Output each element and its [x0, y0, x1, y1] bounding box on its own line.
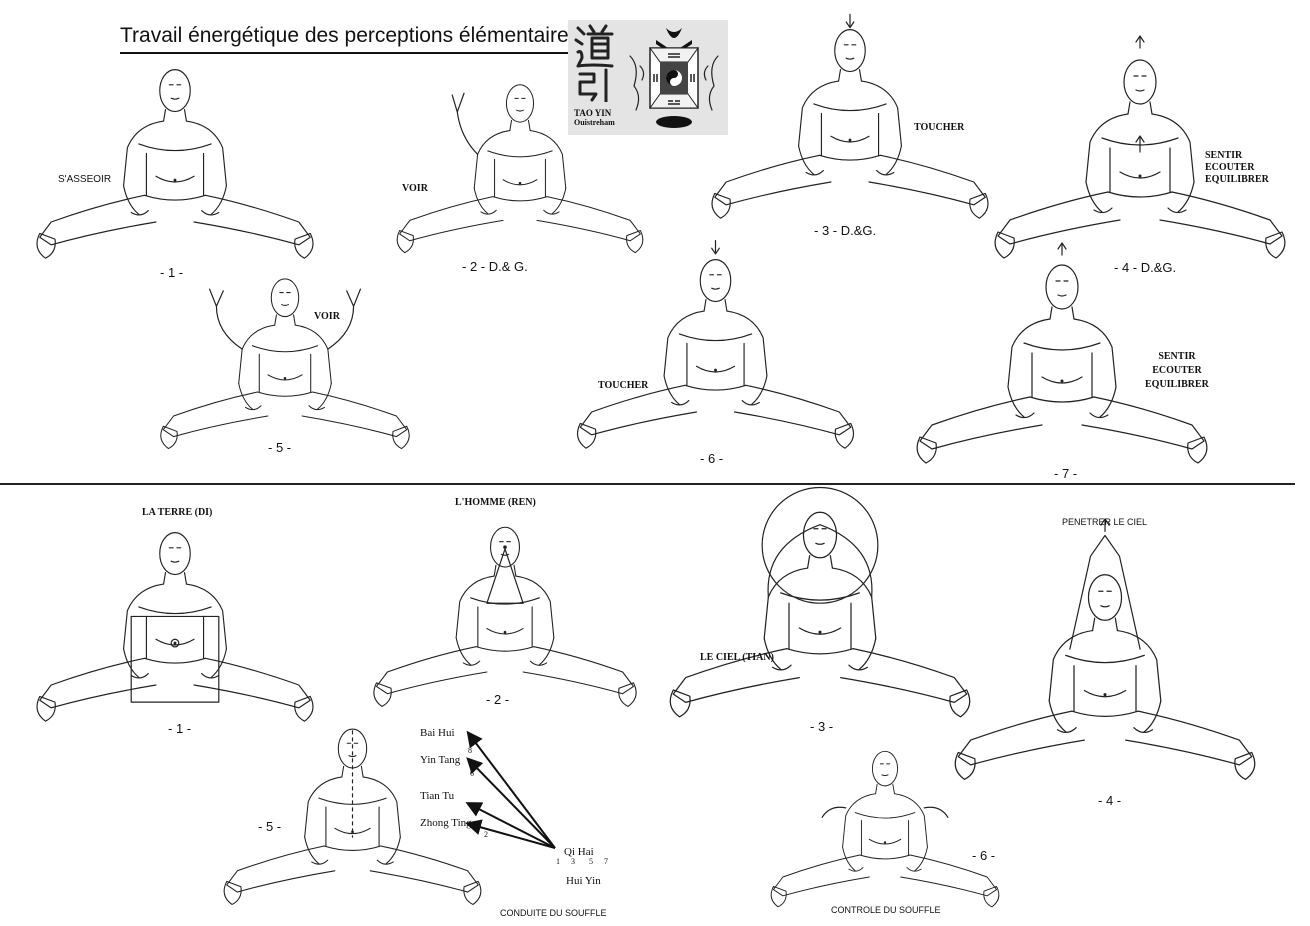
figure-number-top-6: - 6 - — [700, 451, 724, 466]
point-tian-tu: Tian Tu — [420, 790, 455, 802]
point-zhong-ting: Zhong Ting — [420, 817, 472, 829]
bottom-figure-2-illustration — [373, 526, 637, 707]
top-figure-6-illustration — [576, 252, 855, 449]
label-ecouter-4: ECOUTER — [1205, 162, 1255, 173]
label-voir-5: VOIR — [314, 311, 340, 322]
label-equilibrer-7: EQUILIBRER — [1145, 379, 1209, 390]
bottom-figure-6-illustration — [770, 750, 1000, 908]
label-sasseoir: S'ASSEOIR — [58, 174, 112, 185]
bottom-figure-4-illustration — [954, 555, 1256, 780]
figure-number-bottom-5: - 5 - — [258, 819, 282, 834]
label-lhomme: L'HOMME (REN) — [455, 497, 536, 508]
figure-number-bottom-4: - 4 - — [1098, 793, 1122, 808]
label-equilibrer-4: EQUILIBRER — [1205, 174, 1269, 185]
point-hui-yin: Hui Yin — [566, 875, 601, 887]
top-figure-7-illustration — [916, 256, 1208, 464]
calligraphy-icon — [574, 24, 614, 102]
sequence-number-7: 7 — [604, 857, 608, 866]
figure-number-bottom-2: - 2 - — [486, 692, 510, 707]
sequence-number-6: 6 — [470, 769, 474, 778]
tao-yin-logo: TAO YIN Ouistreham — [568, 20, 728, 135]
label-senses-7: SENTIR ECOUTER EQUILIBRER — [1145, 350, 1209, 392]
top-figure-1-illustration — [36, 69, 314, 259]
title-underline — [120, 52, 572, 54]
logo-name: TAO YIN — [574, 108, 612, 118]
point-qi-hai: Qi Hai — [564, 846, 594, 858]
point-bai-hui: Bai Hui — [420, 727, 455, 739]
label-senses-4: SENTIR ECOUTER EQUILIBRER — [1205, 150, 1269, 186]
top-figure-4-illustration — [994, 52, 1286, 259]
sequence-number-4: 4 — [474, 806, 478, 815]
figure-number-top-4: - 4 - D.&G. — [1114, 260, 1177, 275]
section-divider — [0, 483, 1295, 485]
label-sentir-4: SENTIR — [1205, 150, 1243, 161]
caption-conduite-du-souffle: CONDUITE DU SOUFFLE — [500, 908, 607, 918]
bottom-figure-1-illustration — [36, 532, 314, 722]
figure-number-top-2: - 2 - D.& G. — [462, 259, 528, 274]
figure-number-top-7: - 7 - — [1054, 466, 1078, 481]
label-ecouter-7: ECOUTER — [1152, 365, 1202, 376]
sequence-number-1: 1 — [556, 857, 560, 866]
figure-number-bottom-1: - 1 - — [168, 721, 192, 736]
figure-number-top-5: - 5 - — [268, 440, 292, 455]
figure-number-top-3: - 3 - D.&G. — [814, 223, 877, 238]
top-figure-2-illustration — [396, 84, 644, 254]
top-figure-5-illustration — [160, 278, 410, 450]
top-figure-3-illustration — [711, 22, 989, 219]
bottom-figure-3-illustration — [669, 500, 971, 718]
label-penetrer-le-ciel: PENETRER LE CIEL — [1062, 517, 1148, 527]
page-title: Travail énergétique des perceptions élém… — [120, 24, 580, 47]
logo-place: Ouistreham — [574, 118, 615, 127]
label-toucher-6: TOUCHER — [598, 380, 649, 391]
figure-number-top-1: - 1 - — [160, 265, 184, 280]
label-sentir-7: SENTIR — [1158, 351, 1196, 362]
label-toucher-3: TOUCHER — [914, 122, 965, 133]
label-le-ciel: LE CIEL (TIAN) — [700, 652, 774, 663]
sequence-number-8: 8 — [468, 746, 472, 755]
figure-number-bottom-3: - 3 - — [810, 719, 834, 734]
label-voir-2: VOIR — [402, 183, 428, 194]
point-yin-tang: Yin Tang — [420, 754, 461, 766]
figure-number-bottom-6: - 6 - — [972, 848, 996, 863]
sequence-number-2: 2 — [484, 830, 488, 839]
energy-flow-diagram — [465, 730, 615, 860]
label-la-terre: LA TERRE (DI) — [142, 507, 213, 518]
sequence-number-5: 5 — [589, 857, 593, 866]
bagua-emblem-icon — [629, 28, 719, 128]
sequence-number-3: 3 — [571, 857, 575, 866]
caption-controle-du-souffle: CONTROLE DU SOUFFLE — [831, 905, 941, 915]
